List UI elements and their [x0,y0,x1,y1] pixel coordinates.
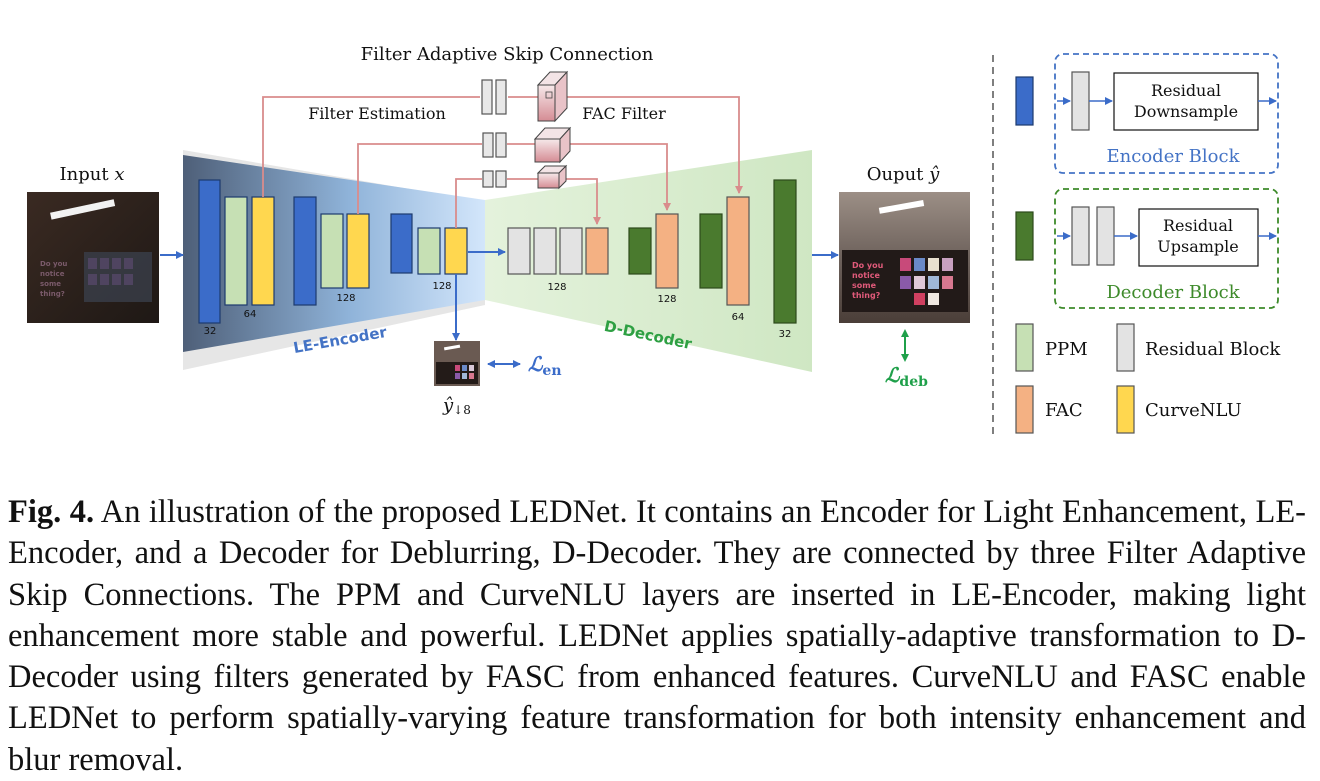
fac-filter-cubes [533,70,572,190]
decoder-channels-32: 32 [779,329,792,340]
output-image: Do you notice some thing? [839,192,970,323]
figure-caption: Fig. 4. An illustration of the proposed … [8,492,1306,781]
filter-estimation-blocks [481,79,507,188]
legend-decoder-block: Residual Upsample Decoder Block [1015,188,1279,309]
legend-curvenlu: CurveNLU [1145,400,1242,421]
filter-adaptive-skip-connections [262,96,743,228]
caption-label: Fig. 4. [8,494,95,530]
decoder-block-1 [628,227,652,275]
decoder-block-3 [773,179,797,324]
low-res-output-label: ŷ↓8 [442,395,471,417]
low-res-output-image [434,341,480,386]
svg-text:thing?: thing? [852,291,881,300]
encoder-block-3 [390,213,413,274]
svg-text:notice: notice [852,271,881,280]
fac-filter-label: FAC Filter [582,104,666,123]
fac-layer-2 [655,213,679,289]
encoder-channels-128b: 128 [432,281,451,292]
legend-ppm: PPM [1045,339,1088,360]
legend-residual-block: Residual Block [1145,339,1281,360]
loss-en: ℒen [528,352,562,379]
ppm-layer-3 [417,227,441,275]
svg-text:Residual: Residual [1163,216,1233,235]
svg-text:some: some [852,281,877,290]
fac-layer-3 [726,196,750,306]
decoder-channels-128a: 128 [547,282,566,293]
svg-text:Upsample: Upsample [1157,237,1238,256]
legend-encoder-block: Residual Downsample Encoder Block [1015,53,1279,174]
input-label: Input x [60,164,125,185]
svg-text:some: some [40,280,61,288]
encoder-channels-128a: 128 [336,293,355,304]
curvenlu-layer-1 [251,196,275,306]
svg-text:thing?: thing? [40,290,65,298]
svg-text:Encoder Block: Encoder Block [1107,146,1241,167]
fac-layer-1 [585,227,609,275]
legend-layer-types: PPM Residual Block FAC CurveNLU [1015,323,1281,434]
decoder-blocks [507,179,797,324]
input-image: Do you notice some thing? [27,192,159,323]
encoder-blocks [198,179,468,324]
caption-text: An illustration of the proposed LEDNet. … [8,494,1307,778]
svg-text:notice: notice [40,270,65,278]
loss-deb: ℒdeb [885,363,928,390]
legend-fac: FAC [1045,400,1083,421]
svg-text:Do you: Do you [40,260,67,268]
svg-text:Do you: Do you [852,261,884,270]
curvenlu-layer-2 [346,213,370,289]
residual-block-3 [559,227,583,275]
decoder-channels-64: 64 [732,312,745,323]
svg-text:Downsample: Downsample [1134,102,1238,121]
residual-block-1 [507,227,531,275]
ppm-layer-2 [320,213,344,289]
encoder-channels-32: 32 [204,326,217,337]
lednet-architecture-figure: Filter Adaptive Skip Connection Input x … [27,44,1281,435]
output-label: Ouput ŷ [867,164,940,185]
encoder-block-1 [198,179,221,324]
curvenlu-layer-3 [444,227,468,275]
svg-text:Decoder Block: Decoder Block [1106,282,1240,303]
residual-block-2 [533,227,557,275]
svg-text:Residual: Residual [1151,81,1221,100]
fasc-title: Filter Adaptive Skip Connection [361,44,654,65]
ppm-layer-1 [224,196,248,306]
decoder-channels-128b: 128 [657,294,676,305]
encoder-channels-64: 64 [244,309,257,320]
filter-estimation-label: Filter Estimation [308,104,446,123]
decoder-block-2 [699,213,723,289]
encoder-block-2 [293,196,317,306]
